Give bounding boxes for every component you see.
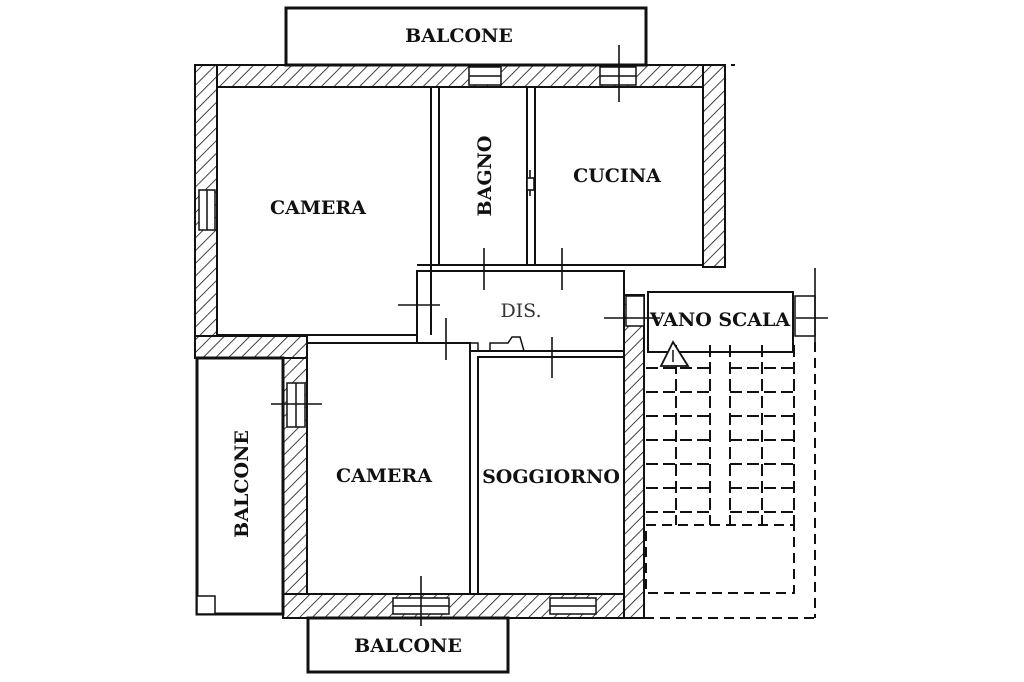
label-camera-sw: CAMERA (336, 465, 432, 487)
stair-treads (646, 345, 795, 525)
label-cucina: CUCINA (573, 165, 661, 187)
windows (198, 66, 816, 615)
label-balcone-bottom: BALCONE (354, 635, 462, 657)
balcony-left (195, 356, 285, 616)
label-vano-scala: VANO SCALA (649, 309, 790, 331)
partition-walls (217, 87, 703, 594)
balcony-bottom (306, 616, 510, 674)
doorway-notch (470, 336, 540, 352)
stair-arrow-icon (659, 340, 690, 367)
stairwell (644, 64, 820, 619)
label-balcone-top: BALCONE (405, 25, 513, 47)
rooms (216, 86, 704, 595)
label-dis: DIS. (500, 300, 541, 322)
balcony-top (284, 6, 648, 67)
label-bagno: BAGNO (474, 136, 496, 217)
label-balcone-left: BALCONE (231, 430, 253, 538)
room-soggiorno (477, 356, 625, 595)
room-camera-nw (216, 86, 432, 336)
label-soggiorno: SOGGIORNO (482, 466, 620, 488)
room-bagno (438, 86, 528, 266)
room-labels: BALCONE CAMERA BAGNO CUCINA DIS. VANO SC… (231, 25, 790, 657)
label-camera-nw: CAMERA (270, 197, 366, 219)
opening-marks (271, 45, 828, 626)
balconies (195, 6, 648, 674)
